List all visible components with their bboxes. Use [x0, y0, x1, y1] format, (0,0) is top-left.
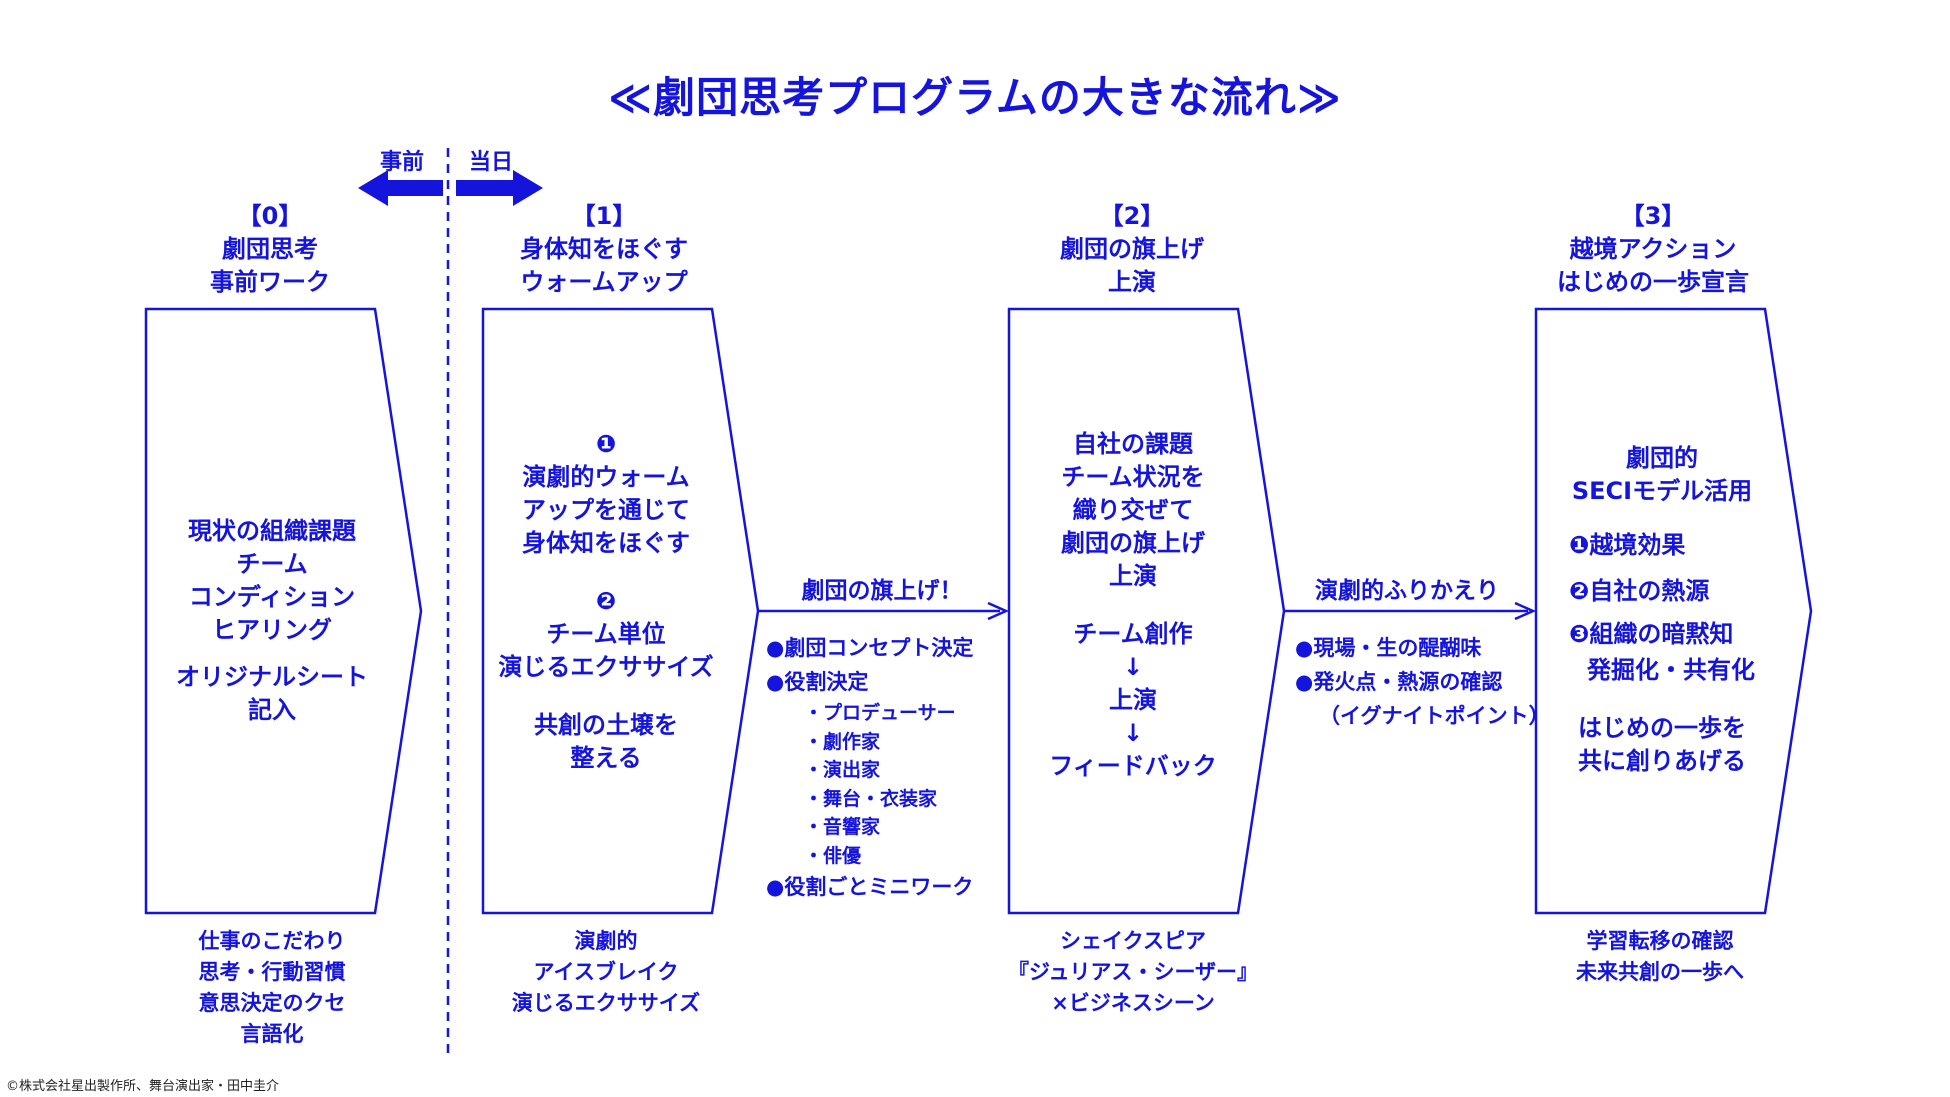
phase-1-line: ❶ [595, 430, 617, 458]
connector-2-item: ●発火点・熱源の確認 [1295, 670, 1503, 694]
connector-1-sub-item: ・俳優 [804, 844, 862, 867]
phase-2-note: シェイクスピア [1060, 929, 1206, 953]
phase-box-2 [1007, 307, 1286, 915]
phase-1-content: ❶ 演劇的ウォーム アップを通じて 身体知をほぐす ❷ チーム単位 演じるエクサ… [498, 428, 713, 775]
phase-3-line: 劇団的 [1626, 444, 1698, 472]
phase-0-line: 現状の組織課題 [188, 517, 356, 545]
phase-2-line: チーム創作 [1073, 620, 1193, 648]
phase-3-notes: 学習転移の確認 未来共創の一歩へ [1576, 926, 1744, 988]
connector-2-item: ●現場・生の醍醐味 [1295, 636, 1482, 660]
phase-0-line: チーム [236, 550, 308, 578]
phase-2-name-line1: 劇団の旗上げ [1060, 235, 1204, 263]
before-label: 事前 [380, 150, 425, 175]
phase-0-notes: 仕事のこだわり 思考・行動習慣 意思決定のクセ 言語化 [199, 926, 346, 1050]
phase-0-header: 【0】 劇団思考 事前ワーク [210, 200, 330, 299]
phase-3-line: 共に創りあげる [1578, 747, 1746, 775]
connector-1-sub-item: ・劇作家 [804, 730, 881, 753]
connector-1-item: ●劇団コンセプト決定 [766, 636, 974, 660]
phase-3-line: SECIモデル活用 [1571, 477, 1753, 505]
phase-3-name-line1: 越境アクション [1569, 235, 1737, 263]
phase-3-note: 学習転移の確認 [1586, 929, 1734, 953]
connector-2-list: ●現場・生の醍醐味 ●発火点・熱源の確認 （イグナイトポイント） [1295, 631, 1550, 733]
phase-3-line: はじめの一歩を [1578, 714, 1746, 742]
phase-0-name-line1: 劇団思考 [222, 235, 318, 263]
phase-1-name-line2: ウォームアップ [520, 268, 688, 296]
phase-2-line: 上演 [1109, 686, 1157, 714]
day-arrow [456, 170, 543, 206]
connector-1-label: 劇団の旗上げ！ [801, 578, 963, 604]
connector-2-label: 演劇的ふりかえり [1315, 578, 1499, 604]
phase-1-line: 演劇的ウォーム [522, 463, 690, 491]
phase-1-note: 演劇的 [574, 929, 638, 953]
phase-2-arrow: ↓ [1122, 719, 1144, 747]
phase-3-bullets: ❶越境効果 ❷自社の熱源 ❸組織の暗黙知 発掘化・共有化 [1569, 522, 1755, 687]
phase-2-line: 劇団の旗上げ [1061, 529, 1205, 557]
phase-2-line: 織り交ぜて [1072, 496, 1194, 524]
phase-1-number: 【1】 [571, 202, 637, 230]
phase-2-arrow: ↓ [1122, 653, 1144, 681]
phase-2-line: 上演 [1109, 562, 1157, 590]
phase-3-bullet: ❸組織の暗黙知 [1569, 620, 1734, 648]
phase-2-notes: シェイクスピア 『ジュリアス・シーザー』 ×ビジネスシーン [1008, 926, 1258, 1019]
connector-1-sub-item: ・音響家 [804, 816, 881, 838]
phase-1-line: 身体知をほぐす [522, 529, 690, 557]
phase-0-name-line2: 事前ワーク [210, 268, 330, 296]
phase-1-note: 演じるエクササイズ [511, 991, 701, 1015]
before-arrow [358, 170, 443, 206]
phase-box-1 [481, 307, 760, 915]
phase-0-content: 現状の組織課題 チーム コンディション ヒアリング オリジナルシート 記入 [176, 515, 368, 727]
phase-0-line: ヒアリング [212, 616, 332, 644]
phase-3-content: 劇団的 SECIモデル活用 ❶越境効果 ❷自社の熱源 ❸組織の暗黙知 発掘化・共… [1569, 442, 1755, 778]
phase-3-bullet: ❶越境効果 [1569, 531, 1686, 559]
phase-2-line: チーム状況を [1061, 463, 1205, 491]
phase-0-line: コンディション [188, 583, 356, 611]
phase-2-note: ×ビジネスシーン [1051, 991, 1215, 1015]
phase-1-line: チーム単位 [546, 620, 666, 648]
phase-2-header: 【2】 劇団の旗上げ 上演 [1060, 200, 1204, 299]
page-title: ≪劇団思考プログラムの大きな流れ≫ [608, 73, 1342, 122]
phase-1-name-line1: 身体知をほぐす [520, 235, 688, 263]
phase-0-note: 言語化 [240, 1022, 304, 1046]
connector-1-sub-item: ・プロデューサー [804, 702, 956, 724]
connector-arrow-2-head [1514, 601, 1537, 621]
connector-1-sub-item: ・舞台・衣装家 [804, 787, 938, 810]
phase-1-note: アイスブレイク [533, 960, 679, 984]
phase-2-line: 自社の課題 [1073, 430, 1193, 458]
phase-0-number: 【0】 [237, 202, 303, 230]
connector-arrow-1-head [987, 601, 1010, 621]
connector-1-list: ●劇団コンセプト決定 ●役割決定 ・プロデューサー ・劇作家 ・演出家 ・舞台・… [766, 631, 973, 904]
phase-0-note: 意思決定のクセ [198, 991, 346, 1015]
phase-3-header: 【3】 越境アクション はじめの一歩宣言 [1557, 200, 1749, 299]
phase-1-line: ❷ [595, 587, 617, 615]
connector-2-note: （イグナイトポイント） [1319, 704, 1550, 728]
phase-3-bullet: ❷自社の熱源 [1569, 577, 1710, 605]
phase-0-line: オリジナルシート [176, 663, 368, 691]
phase-1-header: 【1】 身体知をほぐす ウォームアップ [520, 200, 688, 299]
phase-2-content: 自社の課題 チーム状況を 織り交ぜて 劇団の旗上げ 上演 チーム創作 ↓ 上演 … [1049, 428, 1217, 783]
phase-3-bullet-cont: 発掘化・共有化 [1587, 656, 1755, 684]
phase-1-notes: 演劇的 アイスブレイク 演じるエクササイズ [512, 926, 700, 1019]
phase-1-line: 演じるエクササイズ [498, 653, 714, 681]
phase-0-note: 仕事のこだわり [198, 929, 346, 953]
phase-2-line: フィードバック [1049, 752, 1217, 780]
connector-1-sub-item: ・演出家 [804, 759, 881, 781]
phase-box-0 [144, 307, 423, 915]
phase-0-line: 記入 [248, 696, 296, 724]
phase-2-number: 【2】 [1099, 202, 1165, 230]
day-label: 当日 [469, 150, 514, 175]
phase-3-note: 未来共創の一歩へ [1576, 960, 1744, 984]
connector-1-item: ●役割ごとミニワーク [766, 875, 974, 899]
phase-0-note: 思考・行動習慣 [198, 960, 346, 984]
phase-2-note: 『ジュリアス・シーザー』 [1007, 960, 1259, 984]
phase-1-line: 共創の土壌を [534, 711, 678, 739]
copyright-text: ©株式会社星出製作所、舞台演出家・田中圭介 [6, 1079, 280, 1094]
phase-2-name-line2: 上演 [1108, 268, 1156, 296]
connector-1-item: ●役割決定 [766, 670, 869, 694]
phase-1-line: 整える [570, 744, 642, 772]
phase-3-number: 【3】 [1620, 202, 1686, 230]
phase-3-name-line2: はじめの一歩宣言 [1557, 268, 1749, 296]
phase-box-3 [1534, 307, 1813, 915]
phase-1-line: アップを通じて [522, 496, 690, 524]
